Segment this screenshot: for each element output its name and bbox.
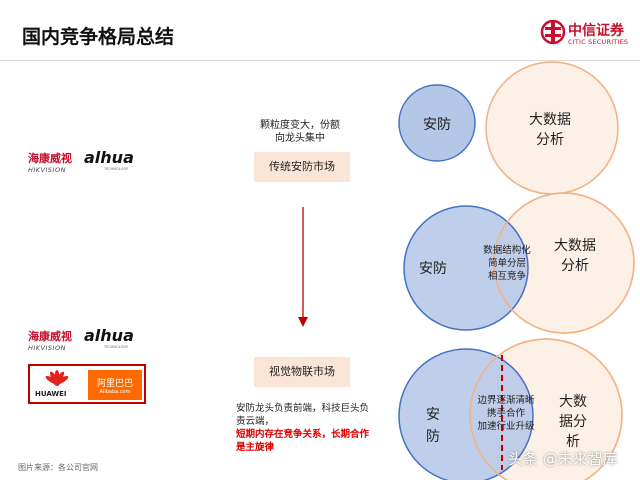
venn3-overlap-line-2: 携手合作: [486, 408, 525, 419]
huawei-petal-icon: [45, 370, 69, 386]
venn3-bigdata-line-2: 据分: [559, 414, 587, 430]
hikvision-logo-2: 海康威视 HIKVISION: [28, 328, 72, 352]
venn1-bigdata-line-2: 分析: [536, 132, 564, 148]
dahua-text: alhua: [84, 326, 134, 345]
bottom-note-line-2: 责云端，: [236, 416, 275, 427]
venn3-bigdata-line-3: 析: [566, 434, 580, 450]
venn1-security-circle: [398, 84, 476, 162]
venn2-security-label: 安防: [419, 261, 447, 277]
dahua-logo-1: alhua TECHNOLOGY: [84, 148, 134, 171]
down-arrow-icon: [298, 207, 308, 327]
logo-name-cn: 中信证券: [568, 23, 624, 39]
venn3-overlap-line-3: 加速行业升级: [477, 421, 535, 432]
venn3-security-line-1: 安: [426, 407, 440, 423]
venn3-security-circle: [398, 348, 534, 480]
bottom-note-line-1: 安防龙头负责前端，科技巨头负: [236, 403, 370, 414]
venn1-bigdata-label: 大数据 分析: [510, 110, 590, 150]
venn2-overlap-line-2: 简单分层: [487, 258, 526, 269]
source-caption: 图片来源：各公司官网: [18, 463, 98, 472]
hikvision-en: HIKVISION: [28, 166, 66, 174]
page-title: 国内竞争格局总结: [22, 26, 175, 48]
huawei-text: HUAWEI: [35, 390, 67, 398]
hikvision-en: HIKVISION: [28, 344, 66, 352]
alibaba-cn: 阿里巴巴: [96, 379, 133, 389]
alibaba-en: Alibaba.com: [99, 389, 131, 395]
dahua-sub: TECHNOLOGY: [104, 345, 129, 349]
venn3-overlap-label: 边界逐渐清晰 携手合作 加速行业升级: [470, 394, 542, 433]
header-divider: [0, 60, 640, 61]
venn3-bigdata-outline: [469, 338, 623, 480]
dahua-sub: TECHNOLOGY: [104, 167, 129, 171]
hikvision-cn: 海康威视: [28, 330, 72, 343]
venn2-bigdata-label: 大数据 分析: [540, 236, 610, 276]
dahua-logo-2: alhua TECHNOLOGY: [84, 326, 134, 349]
bottom-note: 安防龙头负责前端，科技巨头负 责云端， 短期内存在竞争关系，长期合作 是主旋律: [236, 402, 396, 454]
top-note-line-2: 向龙头集中: [275, 133, 325, 144]
bottom-note-red-1: 短期内存在竞争关系，长期合作: [236, 429, 370, 440]
venn3-overlap-line-1: 边界逐渐清晰: [477, 395, 535, 406]
hikvision-cn: 海康威视: [28, 152, 72, 165]
venn1-bigdata-line-1: 大数据: [529, 112, 571, 128]
venn2-bigdata-line-1: 大数据: [554, 238, 596, 254]
dahua-text: alhua: [84, 148, 134, 167]
venn2-bigdata-line-2: 分析: [561, 258, 589, 274]
hikvision-logo-1: 海康威视 HIKVISION: [28, 150, 72, 174]
watermark-text: 头条 @未来智库: [508, 450, 618, 468]
venn3-bigdata-line-1: 大数: [559, 394, 587, 410]
citic-logo-icon: [540, 19, 566, 45]
logo-name-en: CITIC SECURITIES: [568, 38, 629, 46]
bottom-note-red-2: 是主旋律: [236, 442, 275, 453]
alibaba-logo: 阿里巴巴 Alibaba.com: [88, 370, 142, 400]
venn2-overlap-label: 数据结构化 简单分层 相互竞争: [472, 244, 542, 283]
venn2-bigdata-outline: [493, 192, 635, 334]
venn3-bigdata-label: 大数 据分 析: [548, 392, 598, 452]
venn1-security-label: 安防: [423, 117, 451, 133]
venn2-security-circle: [403, 205, 529, 331]
traditional-security-market-box: 传统安防市场: [254, 152, 350, 182]
venn2-overlap-line-3: 相互竞争: [487, 271, 526, 282]
venn3-security-label: 安 防: [418, 404, 448, 448]
venn3-security-line-2: 防: [426, 429, 440, 445]
partner-logos-box: HUAWEI 阿里巴巴 Alibaba.com: [28, 364, 146, 404]
venn2-overlap-line-1: 数据结构化: [483, 245, 531, 256]
top-note: 颗粒度变大，份额 向龙头集中: [235, 119, 365, 145]
visual-iot-market-box: 视觉物联市场: [254, 357, 350, 387]
top-note-line-1: 颗粒度变大，份额: [260, 120, 340, 131]
